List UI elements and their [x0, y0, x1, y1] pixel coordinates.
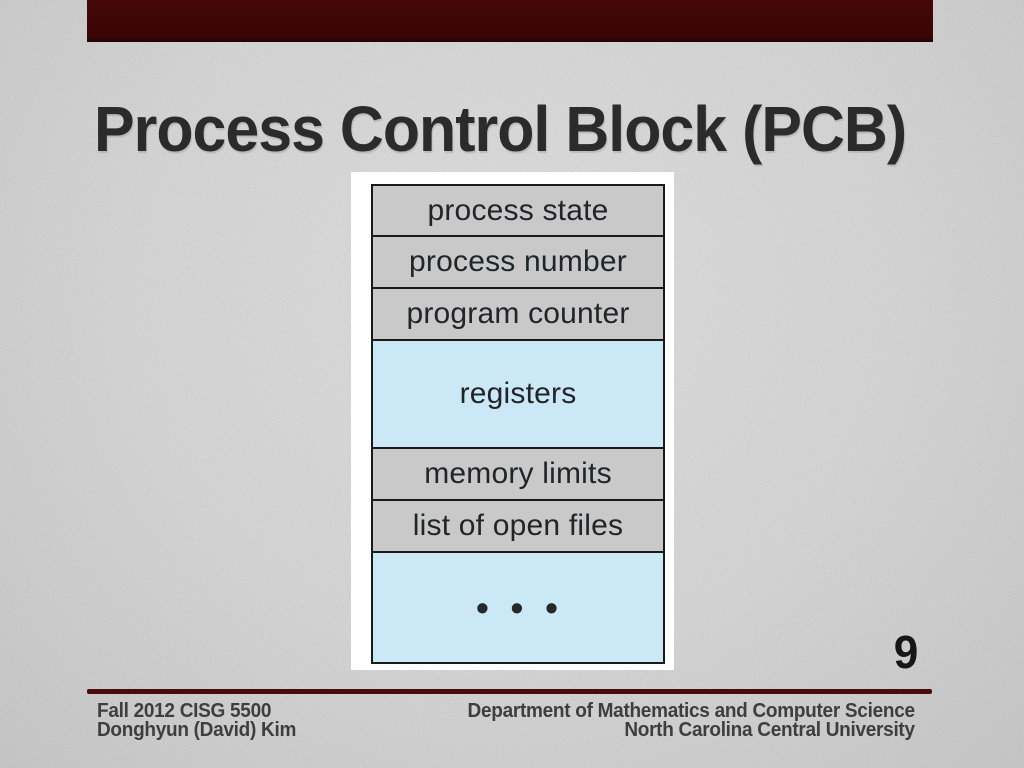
footer-institution-info: Department of Mathematics and Computer S…: [468, 701, 916, 741]
top-accent-bar: [87, 0, 933, 42]
footer-divider-line: [87, 689, 932, 694]
page-number: 9: [893, 626, 919, 678]
footer-course-info: Fall 2012 CISG 5500 Donghyun (David) Kim: [97, 701, 297, 741]
footer-university-line: North Carolina Central University: [624, 719, 916, 741]
pcb-row: registers: [373, 339, 663, 447]
pcb-row: memory limits: [373, 447, 663, 499]
slide-title: Process Control Block (PCB): [94, 93, 907, 165]
pcb-row-ellipsis: • • •: [373, 551, 663, 662]
pcb-row: process number: [373, 235, 663, 287]
footer-author-line: Donghyun (David) Kim: [97, 719, 297, 741]
pcb-row: list of open files: [373, 499, 663, 551]
pcb-row: process state: [373, 186, 663, 235]
pcb-row: program counter: [373, 287, 663, 339]
